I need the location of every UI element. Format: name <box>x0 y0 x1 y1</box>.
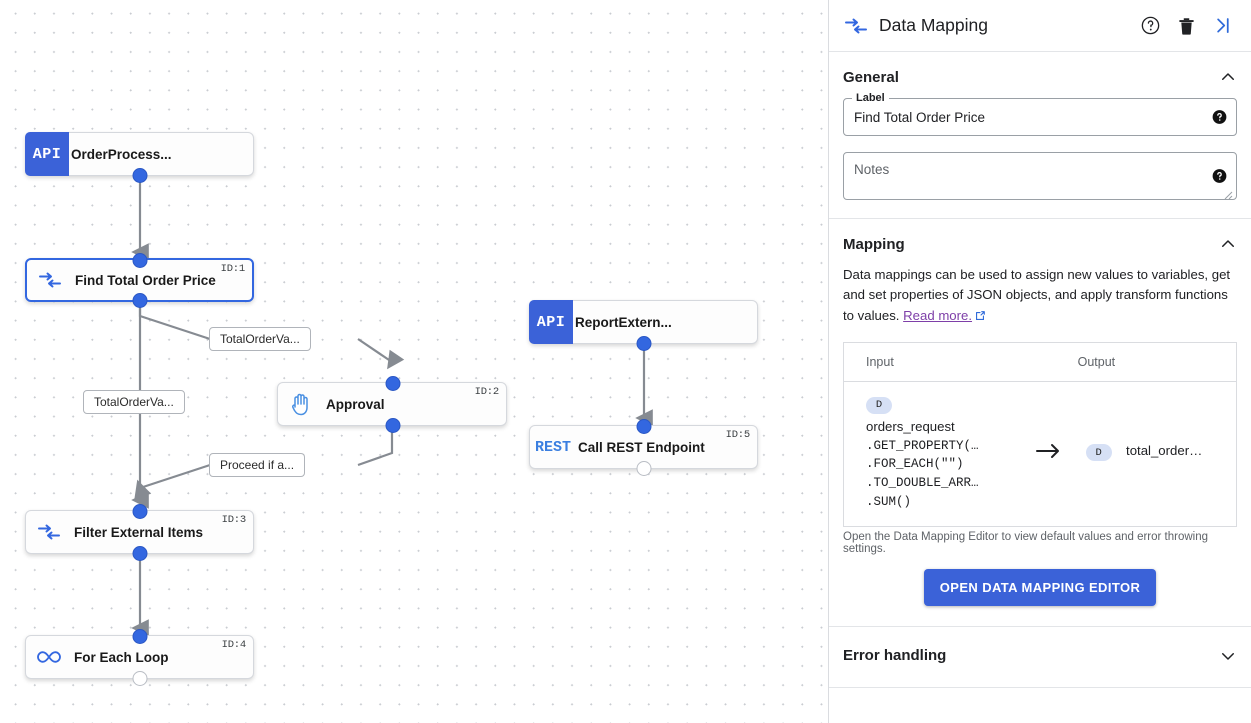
loop-icon <box>26 636 72 678</box>
api-icon: API <box>529 300 573 344</box>
node-find-total-order-price[interactable]: Find Total Order Price ID:1 <box>25 252 254 308</box>
edge-label-proceed-if[interactable]: Proceed if a... <box>209 453 306 477</box>
section-error-handling-header[interactable]: Error handling <box>843 627 1237 687</box>
node-title: Find Total Order Price <box>75 272 216 288</box>
node-output-port[interactable] <box>132 292 147 308</box>
help-circle-icon[interactable] <box>1135 11 1165 41</box>
section-title: General <box>843 68 899 86</box>
section-general: General Label Find Total Order Price N <box>829 52 1251 219</box>
workflow-canvas[interactable]: API OrderProcess... Find Total Order Pri… <box>0 0 828 723</box>
input-expr-line: .TO_DOUBLE_ARR… <box>866 476 979 491</box>
hand-icon <box>278 383 324 425</box>
trash-icon[interactable] <box>1171 11 1201 41</box>
api-icon: API <box>25 132 69 176</box>
node-output-port[interactable] <box>132 545 147 561</box>
data-mapping-icon <box>27 260 73 300</box>
help-icon[interactable] <box>1212 169 1227 184</box>
node-title: Filter External Items <box>74 524 204 540</box>
input-expr-line: .GET_PROPERTY(… <box>866 438 979 453</box>
help-icon[interactable] <box>1212 110 1227 125</box>
mapping-description-block: Data mappings can be used to assign new … <box>843 265 1237 328</box>
input-type-badge: D <box>866 396 892 414</box>
node-input-port[interactable] <box>132 252 147 268</box>
properties-panel: Data Mapping <box>828 0 1251 723</box>
node-input-port[interactable] <box>636 418 651 434</box>
node-title: Call REST Endpoint <box>578 439 705 455</box>
label-field-legend: Label <box>852 92 889 104</box>
node-output-port[interactable] <box>636 335 651 351</box>
node-id-label: ID:4 <box>221 639 247 651</box>
input-cell[interactable]: D orders_request .GET_PROPERTY(… .FOR_EA… <box>844 382 1010 526</box>
chevron-up-icon[interactable] <box>1219 68 1237 86</box>
node-for-each-loop[interactable]: For Each Loop ID:4 <box>25 628 254 686</box>
node-title: Approval <box>326 396 385 412</box>
table-header-row: Input Output <box>843 342 1237 383</box>
section-error-handling: Error handling <box>829 626 1251 688</box>
node-output-port[interactable] <box>132 670 147 686</box>
column-header-input: Input <box>843 342 1064 383</box>
node-input-port[interactable] <box>132 503 147 519</box>
section-title: Mapping <box>843 235 905 253</box>
node-report-external[interactable]: API ReportExtern... <box>529 300 758 351</box>
input-expr-line: .FOR_EACH("") <box>866 457 964 472</box>
external-link-icon[interactable] <box>974 308 986 328</box>
input-expr-line: orders_request <box>866 418 955 434</box>
chevron-up-icon[interactable] <box>1219 235 1237 253</box>
open-data-mapping-editor-button[interactable]: OPEN DATA MAPPING EDITOR <box>923 568 1157 606</box>
data-mapping-icon <box>26 511 72 553</box>
node-id-label: ID:1 <box>220 263 246 275</box>
node-output-port[interactable] <box>385 417 401 433</box>
notes-field[interactable]: Notes <box>843 152 1237 200</box>
node-output-port[interactable] <box>132 167 147 183</box>
output-cell[interactable]: D total_order… <box>1064 382 1237 526</box>
node-call-rest-endpoint[interactable]: REST Call REST Endpoint ID:5 <box>529 418 758 476</box>
resize-handle[interactable] <box>1223 187 1233 200</box>
column-header-output: Output <box>1063 342 1237 383</box>
panel-title: Data Mapping <box>879 15 988 35</box>
notes-placeholder: Notes <box>854 162 890 177</box>
label-field[interactable]: Label Find Total Order Price <box>843 92 1237 136</box>
edge-label-total-order-value-1[interactable]: TotalOrderVa... <box>209 327 311 351</box>
input-expr-line: .SUM() <box>866 494 912 509</box>
mapping-table: Input Output D orders_request .GET_PROPE… <box>843 342 1237 527</box>
read-more-link[interactable]: Read more. <box>903 307 973 323</box>
edge-label-total-order-value-2[interactable]: TotalOrderVa... <box>83 390 185 414</box>
section-general-header[interactable]: General <box>843 52 1237 98</box>
node-filter-external-items[interactable]: Filter External Items ID:3 <box>25 503 254 561</box>
section-mapping: Mapping Data mappings can be used to ass… <box>829 219 1251 627</box>
node-input-port[interactable] <box>132 628 147 644</box>
node-id-label: ID:3 <box>221 514 247 526</box>
output-type-badge: D <box>1085 444 1112 462</box>
node-id-label: ID:5 <box>725 429 751 441</box>
data-mapping-icon <box>841 18 871 34</box>
node-title: For Each Loop <box>74 649 169 665</box>
node-input-port[interactable] <box>385 375 401 391</box>
panel-header: Data Mapping <box>829 0 1251 52</box>
label-field-value: Find Total Order Price <box>854 109 986 125</box>
mapping-hint: Open the Data Mapping Editor to view def… <box>843 530 1209 555</box>
node-output-port[interactable] <box>636 460 651 476</box>
chevron-down-icon[interactable] <box>1219 647 1237 665</box>
node-title: OrderProcess... <box>71 146 172 162</box>
node-order-process[interactable]: API OrderProcess... <box>25 132 254 183</box>
output-value: total_order… <box>1126 442 1203 458</box>
table-row[interactable]: D orders_request .GET_PROPERTY(… .FOR_EA… <box>844 382 1237 526</box>
node-approval[interactable]: Approval ID:2 <box>277 375 507 433</box>
node-id-label: ID:2 <box>474 386 500 398</box>
edge-layer <box>131 176 653 637</box>
section-title: Error handling <box>843 647 947 665</box>
collapse-right-icon[interactable] <box>1207 11 1237 41</box>
rest-icon: REST <box>534 438 571 456</box>
mapping-description: Data mappings can be used to assign new … <box>843 267 1231 323</box>
section-mapping-header[interactable]: Mapping <box>843 219 1237 265</box>
mapping-arrow-icon <box>1010 382 1064 526</box>
node-title: ReportExtern... <box>575 314 672 330</box>
